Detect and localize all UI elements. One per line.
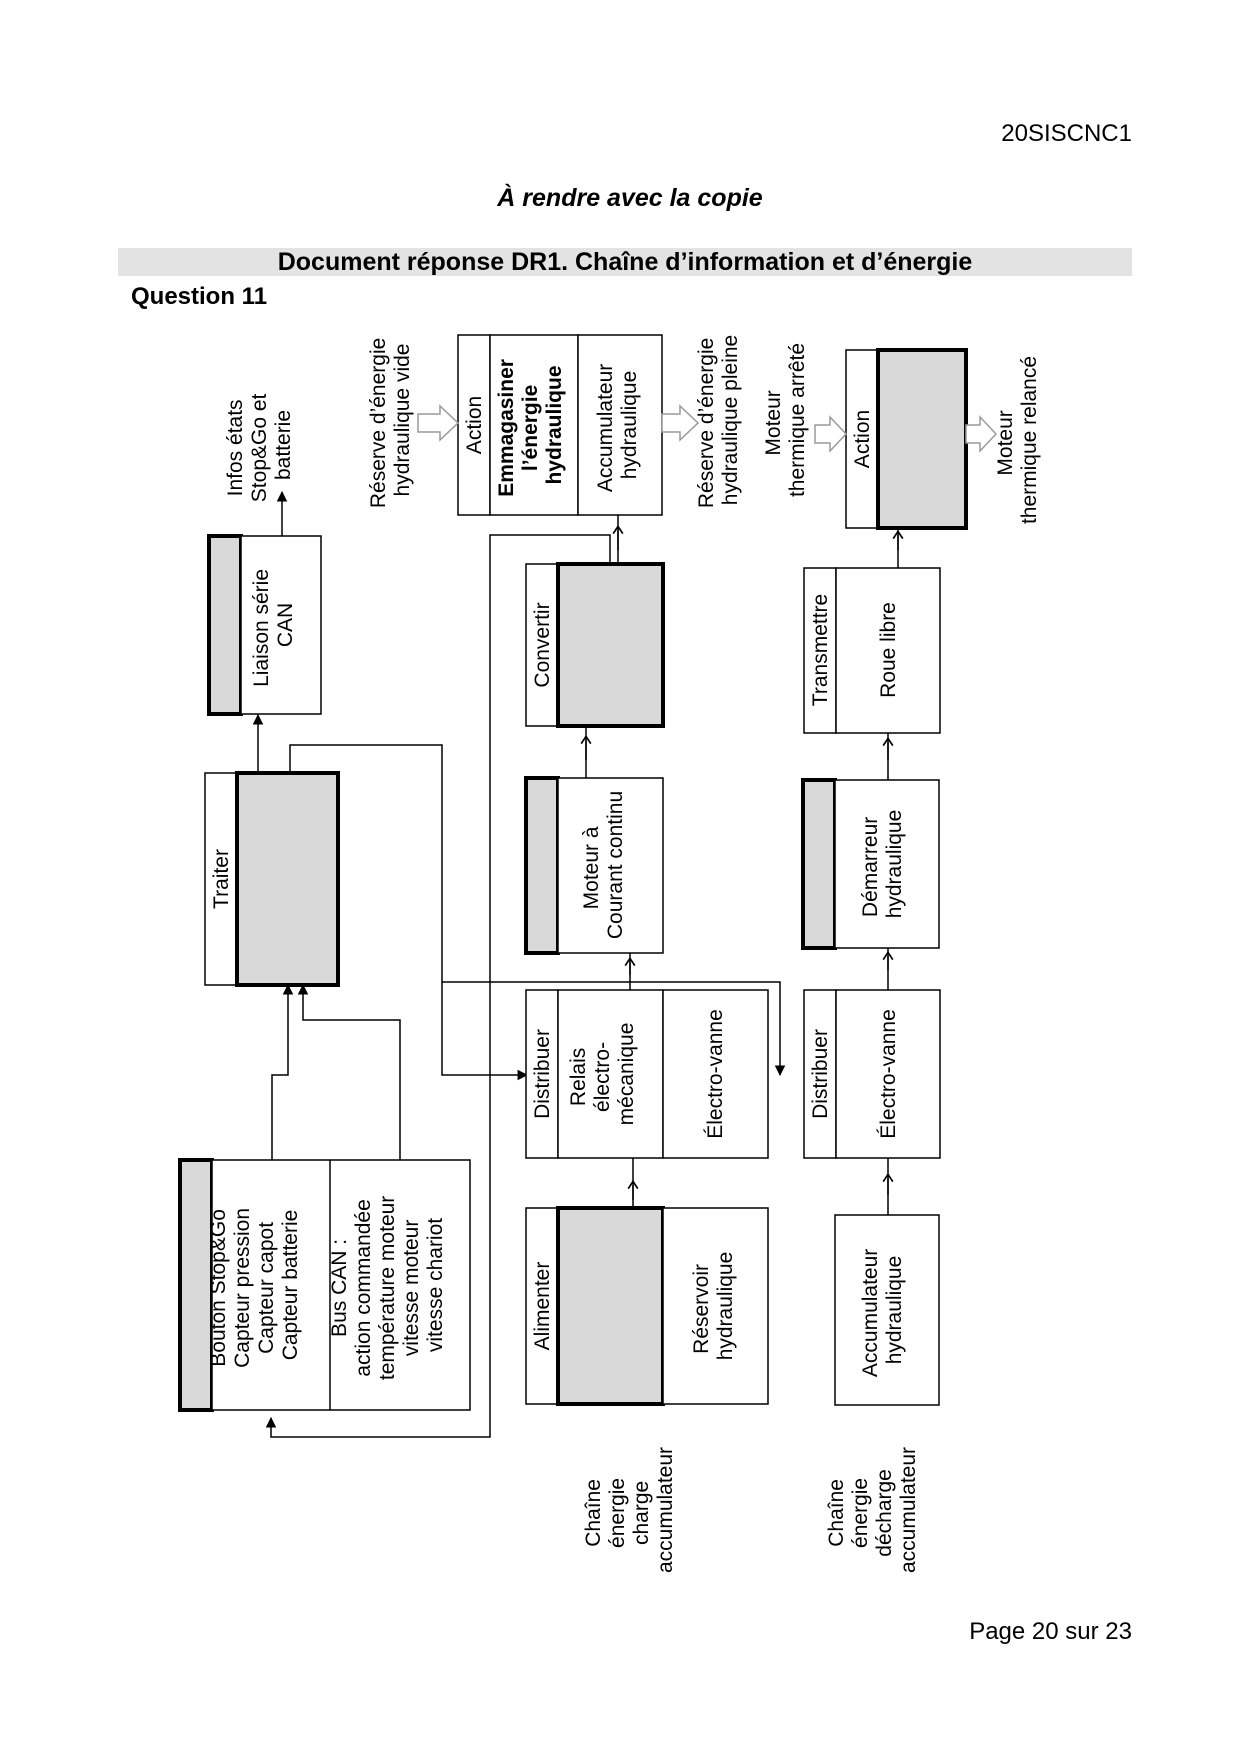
action-discharge-label: Action	[851, 410, 874, 468]
demarreur-label: Démarreur hydraulique	[859, 810, 906, 919]
transmettre-label: Transmettre	[809, 594, 832, 706]
flow-arrow-in-discharge	[814, 415, 848, 453]
distribuer-charge-block[interactable]: Distribuer Relais électro- mécanique Éle…	[525, 989, 769, 1159]
reserve-pleine-label: Réserve d’énergie hydraulique pleine	[695, 332, 742, 508]
convertir-moteur-block[interactable]: Moteur à Courant continu	[524, 776, 664, 955]
emmagasiner-label: Emmagasiner l’énergie hydraulique	[495, 353, 566, 497]
traiter-component-box[interactable]	[235, 771, 340, 987]
charge-chain-links	[265, 515, 639, 1438]
demarreur-block[interactable]: Démarreur hydraulique	[801, 778, 940, 950]
convertir-component-box[interactable]	[556, 562, 665, 728]
discharge-chain-label: Chaîne énergie décharge accumulateur	[825, 1447, 920, 1573]
distribuer-discharge-block[interactable]: Distribuer Électro-vanne	[803, 989, 941, 1159]
reserve-vide-label: Réserve d’énergie hydraulique vide	[367, 332, 414, 508]
convertir-label: Convertir	[531, 602, 554, 687]
moteur-function-box[interactable]	[524, 776, 560, 955]
reservoir-label: Réservoir hydraulique	[690, 1252, 737, 1361]
alimenter-block[interactable]: Alimenter Réservoir hydraulique	[525, 1206, 769, 1406]
transmettre-block[interactable]: Transmettre Roue libre	[803, 567, 941, 734]
page-number: Page 20 sur 23	[969, 1618, 1132, 1645]
moteur-arrete-label: Moteur thermique arrêté	[762, 343, 809, 497]
emmagasiner-block[interactable]: Action Emmagasiner l’énergie hydraulique…	[457, 334, 663, 516]
acquerir-block[interactable]: Bouton Stop&Go Capteur pression Capteur …	[178, 1158, 471, 1412]
acquerir-function-box[interactable]	[178, 1158, 214, 1412]
info-chain-links	[252, 490, 786, 1160]
flow-arrow-out-charge	[661, 404, 700, 442]
relancer-component-box[interactable]	[876, 348, 968, 530]
sensor-list-label: Bouton Stop&Go Capteur pression Capteur …	[207, 1202, 302, 1368]
action-label: Action	[463, 396, 486, 454]
relais-label: Relais électro- mécanique	[567, 1023, 638, 1126]
info-output-label: Infos états Stop&Go et batterie	[224, 388, 295, 502]
flow-arrows	[417, 404, 998, 453]
document-title: Document réponse DR1. Chaîne d’informati…	[118, 248, 1132, 276]
flow-arrow-in-charge	[417, 404, 460, 442]
accumulateur-source-label: Accumulateur hydraulique	[859, 1243, 906, 1377]
subtitle: À rendre avec la copie	[497, 184, 763, 212]
demarreur-function-box[interactable]	[801, 778, 837, 950]
moteur-relance-label: Moteur thermique relancé	[994, 356, 1041, 524]
flow-arrow-out-discharge	[965, 415, 998, 453]
document-code: 20SISCNC1	[1001, 120, 1132, 147]
traiter-block[interactable]: Traiter	[204, 771, 340, 987]
convertir-block[interactable]: Convertir	[525, 562, 665, 728]
distribuer-label: Distribuer	[531, 1029, 554, 1119]
electrovanne-charge-label: Électro-vanne	[704, 1009, 727, 1139]
relancer-block[interactable]: Action	[845, 348, 968, 530]
bus-can-label: Bus CAN : action commandée température m…	[328, 1190, 447, 1380]
distribuer-discharge-label: Distribuer	[809, 1029, 832, 1119]
communiquer-block[interactable]: Liaison série CAN	[207, 534, 322, 716]
alimenter-component-box[interactable]	[556, 1206, 665, 1406]
moteur-cc-label: Moteur à Courant continu	[580, 791, 627, 939]
accumulateur-source-block[interactable]: Accumulateur hydraulique	[834, 1214, 940, 1406]
communiquer-function-box[interactable]	[207, 534, 243, 716]
liaison-can-label: Liaison série CAN	[250, 563, 297, 687]
accumulateur-label: Accumulateur hydraulique	[594, 358, 641, 492]
alimenter-label: Alimenter	[531, 1262, 554, 1351]
electrovanne-discharge-label: Électro-vanne	[877, 1009, 900, 1139]
charge-chain-label: Chaîne énergie charge accumulateur	[582, 1447, 677, 1573]
traiter-label: Traiter	[210, 849, 233, 909]
question-label: Question 11	[131, 283, 268, 310]
roue-libre-label: Roue libre	[877, 602, 900, 698]
discharge-chain-links	[882, 528, 904, 1215]
